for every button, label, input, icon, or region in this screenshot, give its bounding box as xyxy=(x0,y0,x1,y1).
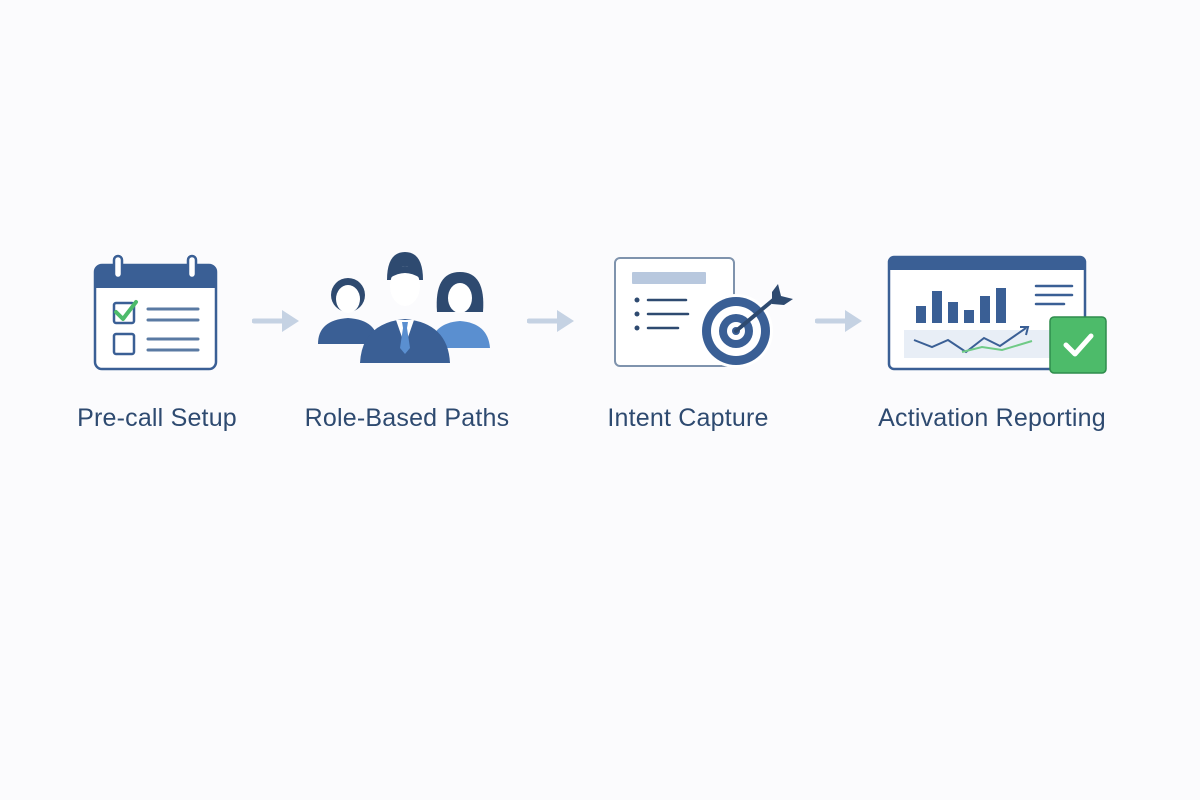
step-label-intent-capture: Intent Capture xyxy=(607,404,769,432)
calendar-checklist-icon xyxy=(93,254,218,371)
right-arrow-icon xyxy=(252,310,299,332)
target-document-icon xyxy=(614,257,793,368)
step-label-role-based-paths: Role-Based Paths xyxy=(304,404,510,432)
dashboard-chart-check-icon xyxy=(887,255,1107,374)
right-arrow-icon xyxy=(815,310,862,332)
team-people-icon xyxy=(318,252,490,363)
right-arrow-icon xyxy=(527,310,574,332)
step-label-pre-call-setup: Pre-call Setup xyxy=(77,404,237,432)
step-label-activation-reporting: Activation Reporting xyxy=(878,404,1106,432)
